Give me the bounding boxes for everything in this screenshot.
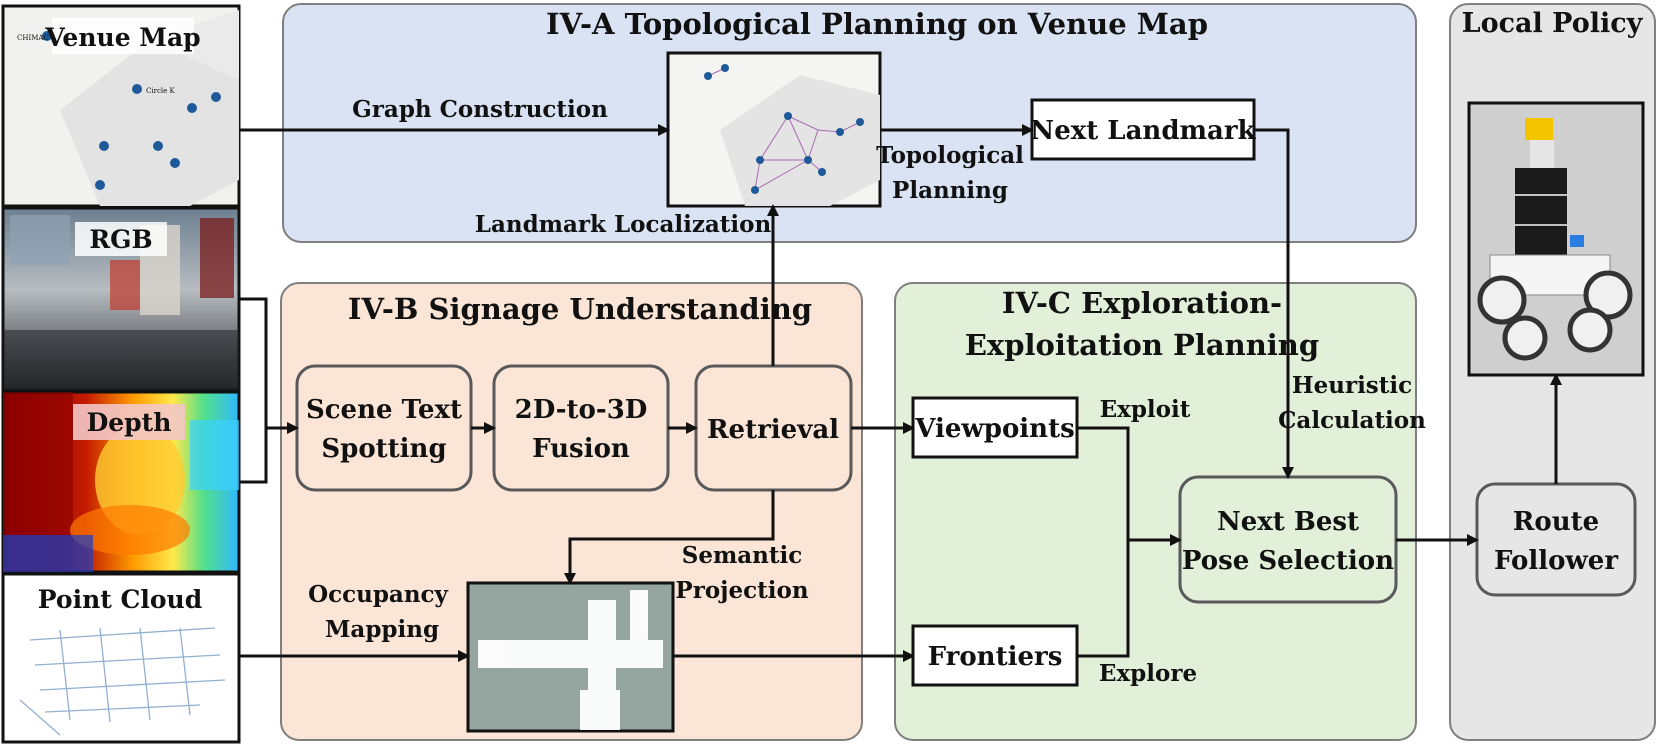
scene-text-spotting-label-1: Scene Text [306,395,462,425]
depth-label: Depth [87,408,172,437]
robot-photo [1467,101,1645,377]
label-explore: Explore [1099,660,1197,687]
point-cloud-label: Point Cloud [38,585,202,614]
scene-text-spotting-label-2: Spotting [321,434,446,464]
scene-text-spotting-box [295,364,473,492]
label-occupancy-2: Mapping [325,616,439,643]
venue-map-panel: CHIMAC Circle K Venue Map [1,4,241,208]
section-exploration-title-1: IV-C Exploration- [1002,286,1282,320]
fusion-label-1: 2D-to-3D [515,395,648,425]
label-heuristic-1: Heuristic [1292,372,1412,399]
fusion-label-2: Fusion [532,434,630,464]
arrow-semantic-projection [564,490,775,585]
label-topological-2: Planning [892,177,1008,204]
label-exploit: Exploit [1100,396,1191,423]
section-exploration-title-2: Exploitation Planning [965,328,1319,362]
arrow-heuristic [1254,128,1294,479]
label-heuristic-2: Calculation [1278,407,1426,434]
topological-graph-panel [666,51,882,208]
route-follower-label-1: Route [1513,507,1599,537]
next-landmark-label: Next Landmark [1030,116,1256,146]
next-best-pose-label-2: Pose Selection [1182,546,1394,576]
fusion-box [492,364,670,492]
point-cloud-panel: Point Cloud [1,572,241,744]
rgb-panel: RGB [1,206,241,392]
section-topological-title: IV-A Topological Planning on Venue Map [546,7,1208,41]
viewpoints-label: Viewpoints [914,414,1074,444]
next-best-pose-label-1: Next Best [1217,507,1359,537]
label-occupancy-1: Occupancy [308,581,448,608]
frontiers-label: Frontiers [928,642,1063,672]
map-pin-label-circle-k: Circle K [146,87,175,95]
map-pin-label-chimac: CHIMAC [17,34,49,42]
connectors [239,124,1562,662]
label-graph-construction: Graph Construction [352,96,608,123]
route-follower-label-2: Follower [1494,546,1618,576]
depth-panel: Depth [1,390,241,574]
label-semantic-1: Semantic [682,542,803,569]
route-follower-box [1475,482,1637,597]
label-topological-1: Topological [876,142,1024,169]
label-semantic-2: Projection [675,577,808,604]
graph-node-icon [704,64,864,194]
section-signage-title: IV-B Signage Understanding [348,292,812,326]
rgb-label: RGB [89,225,152,254]
exploit-bracket [1077,426,1130,658]
next-best-pose-box [1178,475,1398,604]
occupancy-map-panel [466,581,675,733]
venue-map-label: Venue Map [44,23,200,52]
section-local-policy-title: Local Policy [1462,8,1644,39]
map-pin-icon [42,31,221,190]
rgb-depth-bracket [239,297,268,484]
label-landmark-localization: Landmark Localization [475,211,772,238]
retrieval-label: Retrieval [707,415,839,445]
